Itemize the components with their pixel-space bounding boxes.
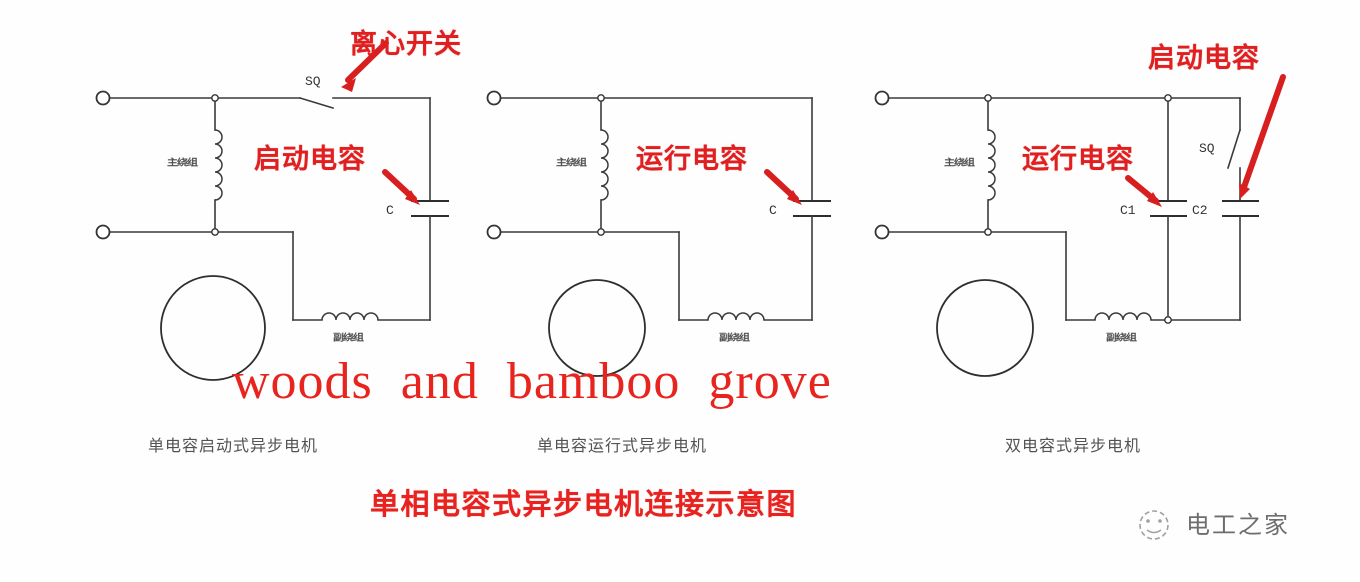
- c2-capacitor-label: C: [769, 203, 777, 218]
- brand-watermark-text: 电工之家: [1186, 511, 1290, 539]
- c3-node-bottom: [984, 228, 992, 236]
- c3-main-winding-label: 主绕组: [944, 156, 975, 168]
- c2-node-bottom: [597, 228, 605, 236]
- c3-node-cap-top: [1164, 94, 1172, 102]
- c3-sq-blade: [1226, 128, 1242, 170]
- arrow-head-start-cap-right: [1239, 183, 1250, 199]
- c1-aux-coil: [321, 312, 379, 321]
- c2-terminal-top: [486, 90, 502, 106]
- c2-aux-coil: [707, 312, 765, 321]
- circuit-1-caption: 单电容启动式异步电机: [148, 436, 319, 455]
- c3-aux-winding-label: 副绕组: [1106, 331, 1137, 343]
- c2-main-winding-label: 主绕组: [556, 156, 587, 168]
- arrow-head-run-cap-mid: [787, 190, 802, 205]
- arrow-head-centrifugal-switch: [341, 78, 356, 92]
- annotation-run-capacitor-mid: 运行电容: [636, 144, 748, 175]
- c3-aux-coil: [1094, 312, 1152, 321]
- c1-node-bottom: [211, 228, 219, 236]
- c1-node-top: [211, 94, 219, 102]
- arrow-start-cap-right: [1240, 74, 1286, 193]
- c2-aux-winding-label: 副绕组: [719, 331, 750, 343]
- annotation-centrifugal-switch: 离心开关: [350, 29, 462, 60]
- c1-switch-label: SQ: [305, 74, 321, 89]
- c3-terminal-bottom: [874, 224, 890, 240]
- brand-logo-icon: [1139, 510, 1169, 540]
- c3-motor-rotor: [936, 279, 1034, 377]
- c1-switch-blade: [299, 97, 334, 109]
- c1-main-coil: [214, 129, 223, 201]
- arrow-centrifugal-switch: [345, 40, 389, 83]
- c3-terminal-top: [874, 90, 890, 106]
- c2-node-top: [597, 94, 605, 102]
- circuit-2-caption: 单电容运行式异步电机: [537, 436, 708, 455]
- c1-terminal-top: [95, 90, 111, 106]
- overlay-watermark-text: woods and bamboo grove: [232, 353, 832, 410]
- circuit-3-caption: 双电容式异步电机: [1005, 436, 1142, 455]
- c2-terminal-bottom: [486, 224, 502, 240]
- c1-aux-winding-label: 副绕组: [333, 331, 364, 343]
- c3-capacitor-1-label: C1: [1120, 203, 1136, 218]
- c3-node-top: [984, 94, 992, 102]
- circuit-3-group: [874, 90, 1259, 377]
- c2-main-coil: [600, 129, 609, 201]
- page-title: 单相电容式异步电机连接示意图: [370, 487, 798, 521]
- c1-capacitor-label: C: [386, 203, 394, 218]
- c1-main-winding-label: 主绕组: [167, 156, 198, 168]
- annotation-run-capacitor-right: 运行电容: [1022, 144, 1134, 175]
- annotation-start-capacitor-left: 启动电容: [254, 144, 366, 175]
- annotation-start-capacitor-right: 启动电容: [1148, 43, 1260, 74]
- red-annotation-arrows: [341, 40, 1286, 207]
- circuit-2-group: [486, 90, 831, 377]
- circuit-1-group: [95, 90, 449, 381]
- c1-terminal-bottom: [95, 224, 111, 240]
- arrow-head-start-cap-left: [405, 190, 420, 205]
- c3-main-coil: [987, 129, 996, 201]
- c2-motor-rotor: [548, 279, 646, 377]
- c1-motor-rotor: [160, 275, 266, 381]
- c3-node-cap-bottom: [1164, 316, 1172, 324]
- c3-switch-label: SQ: [1199, 141, 1215, 156]
- arrow-head-run-cap-right: [1147, 192, 1162, 207]
- c3-capacitor-2-label: C2: [1192, 203, 1208, 218]
